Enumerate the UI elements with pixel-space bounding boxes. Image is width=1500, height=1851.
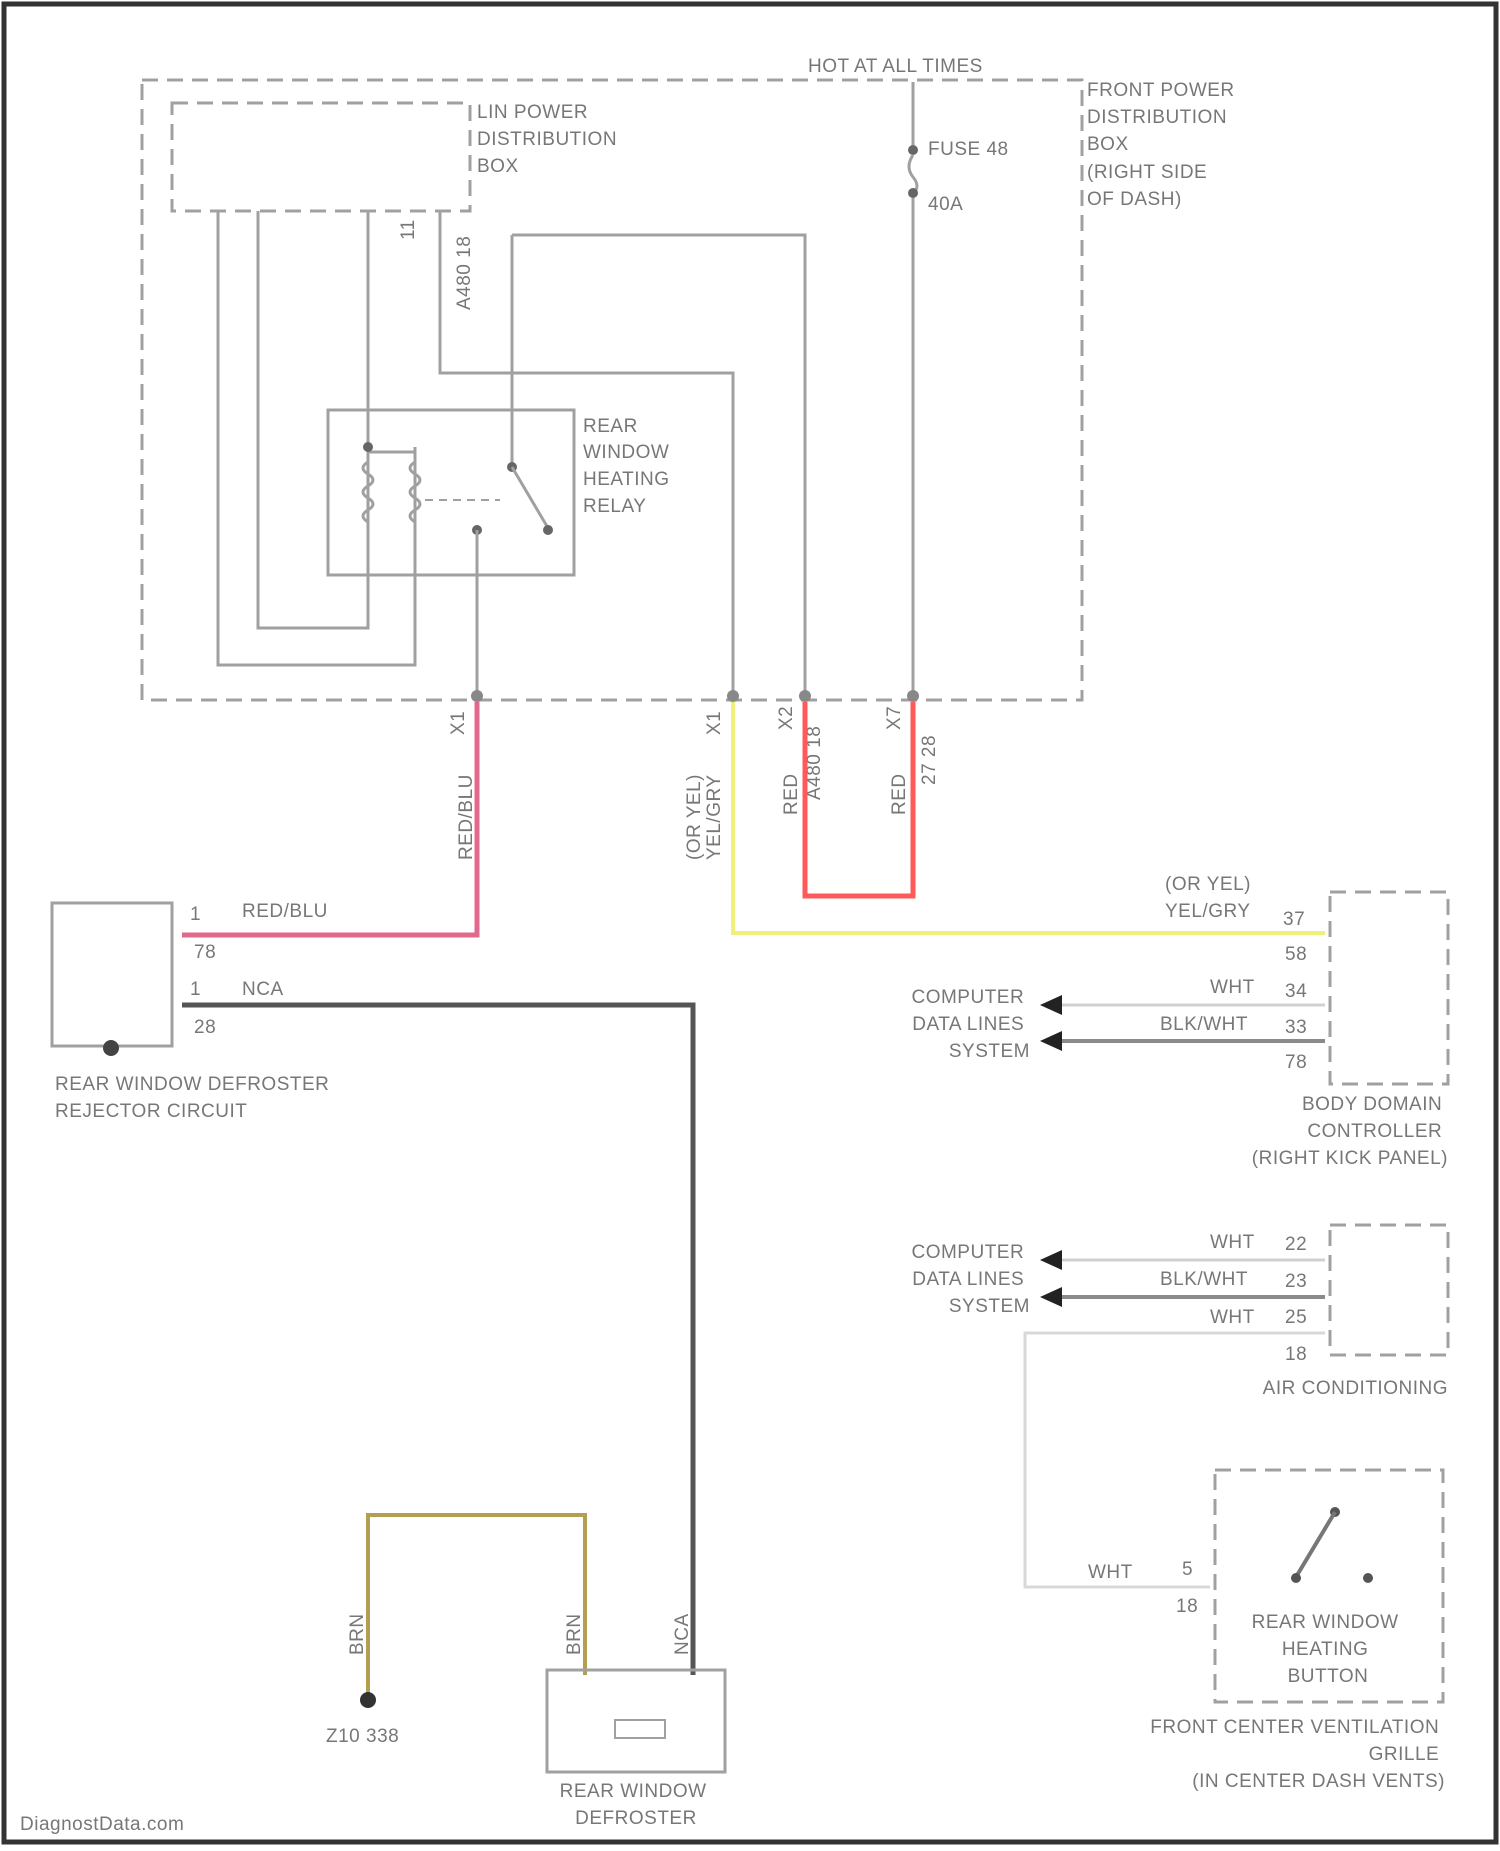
rejector-label: REAR WINDOW DEFROSTER REJECTOR CIRCUIT [55, 1074, 335, 1122]
relay-switch-node [543, 525, 553, 535]
page-border [4, 4, 1496, 1842]
bdc-pin-58: 58 [1285, 944, 1307, 965]
nca-wire [182, 1005, 693, 1675]
lin-connector-a480: A480 18 [454, 236, 475, 310]
rejector-pin-28: 28 [194, 1017, 216, 1038]
lin-box-label: LIN POWER DISTRIBUTION BOX [477, 102, 623, 177]
brn-label-1: BRN [347, 1613, 368, 1655]
ac-blk-wht-label: BLK/WHT [1160, 1269, 1248, 1290]
ac-pin-25: 25 [1285, 1307, 1307, 1328]
bdc-data-arrow-1 [1040, 995, 1062, 1015]
relay-feed-wire [512, 235, 805, 692]
ground-label: Z10 338 [326, 1726, 399, 1747]
relay-label: REAR WINDOW HEATING RELAY [583, 416, 675, 517]
ac-wht-label: WHT [1210, 1232, 1255, 1253]
ac-pin-22: 22 [1285, 1234, 1307, 1255]
button-contact-node [1363, 1573, 1373, 1583]
front-power-box-label: FRONT POWER DISTRIBUTION BOX (RIGHT SIDE… [1087, 80, 1240, 210]
grille-label: FRONT CENTER VENTILATION GRILLE (IN CENT… [1150, 1717, 1445, 1792]
connector-x1: X1 [448, 711, 469, 735]
connector-27-28: 27 28 [919, 735, 940, 785]
red-label-1: RED [781, 773, 802, 815]
lin-wire-2 [258, 211, 368, 628]
defroster-label: REAR WINDOW DEFROSTER [560, 1781, 713, 1829]
ac-pin-23: 23 [1285, 1271, 1307, 1292]
button-switch-blade [1296, 1512, 1335, 1577]
button-switch-node [1291, 1573, 1301, 1583]
connector-x2: X2 [776, 706, 797, 730]
button-pin-18: 18 [1176, 1596, 1198, 1617]
front-power-distribution-box [142, 80, 1082, 700]
red-blu-wire [182, 702, 477, 935]
defroster-grid-element [615, 1720, 665, 1738]
rejector-pin-78: 78 [194, 942, 216, 963]
relay-switch-blade [512, 467, 548, 528]
button-label: REAR WINDOW HEATING BUTTON [1252, 1612, 1405, 1687]
relay-coil-node [363, 442, 373, 452]
bdc-data-arrow-2 [1040, 1031, 1062, 1051]
ac-to-button-wire [1025, 1333, 1325, 1587]
fuse-node-bottom [908, 188, 918, 198]
rejector-pin-1b: 1 [190, 979, 201, 1000]
bdc-pin-78: 78 [1285, 1052, 1307, 1073]
relay-coil-top [368, 447, 415, 452]
red-blu-vertical-label: RED/BLU [456, 774, 477, 860]
red-blu-horizontal-label: RED/BLU [242, 901, 328, 922]
connector-x1-b: X1 [704, 711, 725, 735]
ac-data-arrow-2 [1040, 1287, 1062, 1307]
button-wht-label: WHT [1088, 1562, 1133, 1583]
ac-wht-3-label: WHT [1210, 1307, 1255, 1328]
bdc-label: BODY DOMAIN CONTROLLER (RIGHT KICK PANEL… [1252, 1094, 1448, 1169]
rear-window-heating-relay [328, 410, 574, 575]
red-label-2: RED [889, 773, 910, 815]
nca-horizontal-label: NCA [242, 979, 284, 1000]
fuse-48-symbol [909, 155, 917, 193]
ground-point [360, 1692, 376, 1708]
bdc-data-lines-label: COMPUTER DATA LINES SYSTEM [911, 987, 1030, 1062]
fuse-rating: 40A [928, 194, 963, 215]
button-pin-5: 5 [1182, 1559, 1193, 1580]
rejector-ground-node [103, 1040, 119, 1056]
air-conditioning-module [1330, 1225, 1448, 1355]
body-domain-controller [1330, 892, 1448, 1084]
ac-label: AIR CONDITIONING [1263, 1378, 1448, 1399]
watermark: DiagnostData.com [20, 1814, 184, 1835]
nca-vertical-label: NCA [672, 1613, 693, 1655]
brn-label-2: BRN [564, 1613, 585, 1655]
ac-pin-18: 18 [1285, 1344, 1307, 1365]
fuse-node-top [908, 145, 918, 155]
rear-window-defroster-rejector-circuit [52, 903, 172, 1046]
bdc-pin-34: 34 [1285, 981, 1307, 1002]
lin-power-distribution-box [172, 103, 470, 211]
yel-gry-horizontal-label: (OR YEL) YEL/GRY [1165, 874, 1257, 922]
bdc-pin-33: 33 [1285, 1017, 1307, 1038]
bdc-wht-label: WHT [1210, 977, 1255, 998]
ac-data-lines-label: COMPUTER DATA LINES SYSTEM [911, 1242, 1030, 1317]
ac-data-arrow-1 [1040, 1250, 1062, 1270]
lin-pin-11: 11 [398, 219, 419, 240]
yel-gry-vertical-label: (OR YEL) YEL/GRY [684, 768, 725, 860]
bdc-pin-37: 37 [1283, 909, 1305, 930]
lin-wire-1 [218, 211, 415, 665]
bdc-blk-wht-label: BLK/WHT [1160, 1014, 1248, 1035]
hot-at-all-times-label: HOT AT ALL TIMES [808, 56, 983, 77]
connector-x7: X7 [884, 706, 905, 730]
rejector-pin-1: 1 [190, 904, 201, 925]
fuse-label: FUSE 48 [928, 139, 1009, 160]
